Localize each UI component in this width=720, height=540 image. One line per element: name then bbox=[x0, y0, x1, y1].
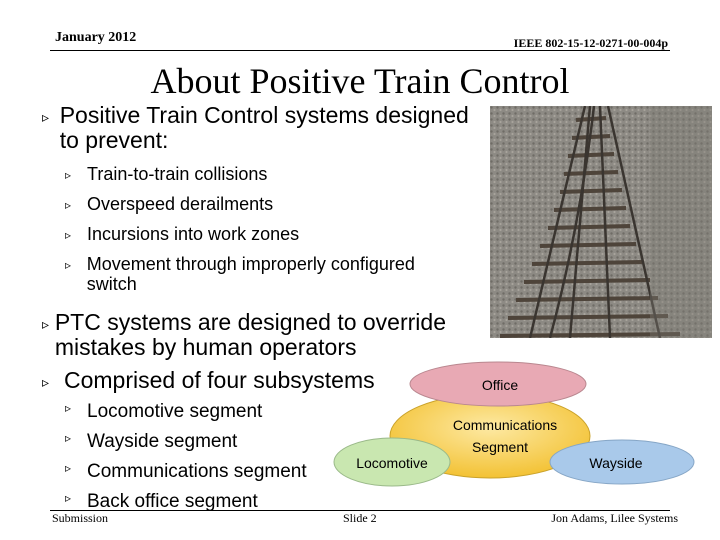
office-ellipse bbox=[409, 361, 587, 407]
bullet-marker-icon: ▹ bbox=[65, 168, 72, 182]
sub-bullet: ▹ Incursions into work zones bbox=[65, 224, 300, 244]
communications-label-line1: Communications bbox=[453, 417, 557, 433]
sub-bullet: ▹ Wayside segment bbox=[65, 427, 345, 457]
wayside-ellipse bbox=[549, 439, 695, 485]
sub-bullet: ▹ Overspeed derailments bbox=[65, 194, 274, 214]
header-date: January 2012 bbox=[55, 30, 137, 45]
bullet-marker-icon: ▹ bbox=[65, 401, 72, 415]
bullet-marker-icon: ▹ bbox=[65, 491, 72, 505]
bullet-main-3: ▹ Comprised of four subsystems bbox=[42, 367, 375, 393]
slide-title: About Positive Train Control bbox=[150, 61, 570, 101]
footer-rule bbox=[50, 510, 670, 511]
bullet-marker-icon: ▹ bbox=[65, 431, 72, 445]
sub-bullet: ▹ Communications segment bbox=[65, 457, 345, 487]
sub-bullet: ▹ Locomotive segment bbox=[65, 397, 345, 427]
footer-slide-number: Slide 2 bbox=[343, 511, 377, 525]
bullet-marker-icon: ▹ bbox=[42, 316, 50, 332]
bullet-main-1: ▹ Positive Train Control systems designe… bbox=[42, 102, 469, 153]
locomotive-ellipse bbox=[333, 437, 451, 487]
railroad-switch-photo bbox=[490, 106, 712, 338]
sub-bullet: ▹ Back office segment bbox=[65, 487, 345, 517]
header-doc-id: IEEE 802-15-12-0271-00-004p bbox=[513, 36, 668, 50]
sub-bullet: ▹ Train-to-train collisions bbox=[65, 164, 268, 184]
locomotive-label: Locomotive bbox=[356, 455, 428, 471]
bullet-marker-icon: ▹ bbox=[42, 109, 50, 125]
bullet-marker-icon: ▹ bbox=[65, 228, 72, 242]
office-label: Office bbox=[482, 377, 519, 393]
communications-label-line2: Segment bbox=[472, 439, 528, 455]
bullet-marker-icon: ▹ bbox=[65, 258, 72, 272]
footer-submission: Submission bbox=[52, 511, 109, 525]
header-rule bbox=[50, 50, 670, 51]
bullet-marker-icon: ▹ bbox=[65, 198, 72, 212]
subsystem-diagram: Office Communications Segment Locomotive… bbox=[310, 360, 710, 520]
bullet-marker-icon: ▹ bbox=[65, 461, 72, 475]
bullet-marker-icon: ▹ bbox=[42, 374, 50, 390]
bullet-main-2: ▹ PTC systems are designed to override m… bbox=[42, 309, 446, 360]
wayside-label: Wayside bbox=[589, 455, 642, 471]
footer-author: Jon Adams, Lilee Systems bbox=[551, 511, 678, 525]
sub-bullet: ▹ Movement through improperly configured… bbox=[65, 254, 415, 294]
